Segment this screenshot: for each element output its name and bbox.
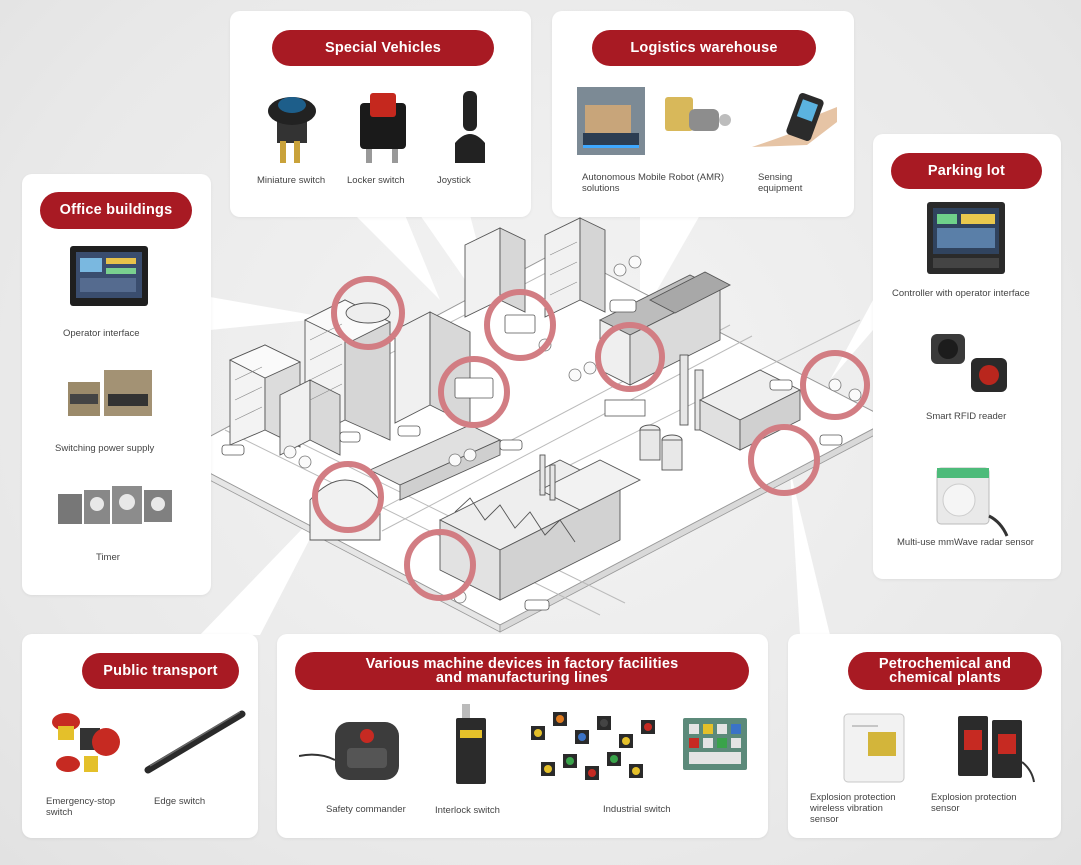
pointer-petro <box>790 470 830 635</box>
caption-amr: Autonomous Mobile Robot (AMR) solutions <box>582 172 725 194</box>
refinery <box>539 354 802 501</box>
locker-switch-image <box>360 93 406 163</box>
pointer-vehicles-1 <box>355 215 440 300</box>
smart-rfid-reader-image <box>931 334 1007 392</box>
pointer-office <box>210 297 330 330</box>
factory-sheds <box>438 459 642 601</box>
mmwave-radar-sensor-image <box>936 467 1009 537</box>
timer-image <box>58 486 172 524</box>
title-office-buildings: Office buildings <box>40 192 192 229</box>
keypad-panel-image <box>683 718 747 770</box>
title-parking-lot: Parking lot <box>891 153 1042 189</box>
caption-joystick: Joystick <box>437 175 471 186</box>
card-factory: Various machine devices in factory facil… <box>277 634 768 838</box>
title-public-transport: Public transport <box>82 653 239 689</box>
wireless-vibration-sensor-image <box>843 713 905 783</box>
caption-sensing-equipment: Sensing equipment <box>758 172 803 194</box>
safety-commander-image <box>299 722 399 780</box>
caption-miniature-switch: Miniature switch <box>257 175 326 186</box>
vehicles <box>221 299 843 611</box>
interlock-switch-image <box>456 704 486 784</box>
amr-image <box>577 87 731 155</box>
caption-locker-switch: Locker switch <box>347 175 405 186</box>
caption-switching-power-supply: Switching power supply <box>55 443 155 454</box>
card-special-vehicles: Special Vehicles Miniature switch Locker… <box>230 11 531 217</box>
switching-power-supply-image <box>68 370 152 416</box>
caption-edge-switch: Edge switch <box>154 796 206 807</box>
caption-explosion-protection-sensor: Explosion protection sensor <box>931 792 1017 814</box>
caption-operator-interface: Operator interface <box>63 328 140 339</box>
operator-interface-image <box>70 246 148 306</box>
explosion-protection-sensor-image <box>958 716 1035 783</box>
miniature-switch-image <box>268 97 316 163</box>
edge-switch-image <box>144 710 246 774</box>
card-parking-lot: Parking lot Controller with operator int… <box>873 134 1061 579</box>
caption-safety-commander: Safety commander <box>326 804 406 815</box>
controller-operator-interface-image <box>927 202 1005 274</box>
sensing-equipment-image <box>752 93 837 147</box>
card-office-buildings: Office buildings Operator interface Swit… <box>22 174 211 595</box>
emergency-stop-switch-image <box>52 713 120 772</box>
caption-mmwave-radar-sensor: Multi-use mmWave radar sensor <box>897 537 1034 548</box>
title-logistics-warehouse: Logistics warehouse <box>592 30 816 66</box>
card-petrochemical: Petrochemical and chemical plants Explos… <box>788 634 1061 838</box>
card-logistics-warehouse: Logistics warehouse Autonomous Mobile Ro… <box>552 11 854 217</box>
caption-industrial-switch: Industrial switch <box>603 804 671 815</box>
joystick-image <box>455 91 485 163</box>
caption-smart-rfid-reader: Smart RFID reader <box>926 411 1007 422</box>
pointer-parking <box>830 300 873 380</box>
caption-interlock-switch: Interlock switch <box>435 805 500 816</box>
trees <box>283 255 862 604</box>
pointer-transport <box>200 500 330 635</box>
industrial-switch-image <box>531 712 655 780</box>
caption-controller-operator-interface: Controller with operator interface <box>892 288 1030 299</box>
caption-wireless-vibration-sensor: Explosion protection wireless vibration … <box>810 792 896 825</box>
title-petrochemical: Petrochemical and chemical plants <box>848 652 1042 690</box>
title-factory: Various machine devices in factory facil… <box>295 652 749 690</box>
title-special-vehicles: Special Vehicles <box>272 30 494 66</box>
caption-timer: Timer <box>96 552 120 563</box>
card-public-transport: Public transport Emergency-stop switch E… <box>22 634 258 838</box>
highlight-rings <box>312 276 870 601</box>
caption-emergency-stop-switch: Emergency-stop switch <box>46 796 116 818</box>
